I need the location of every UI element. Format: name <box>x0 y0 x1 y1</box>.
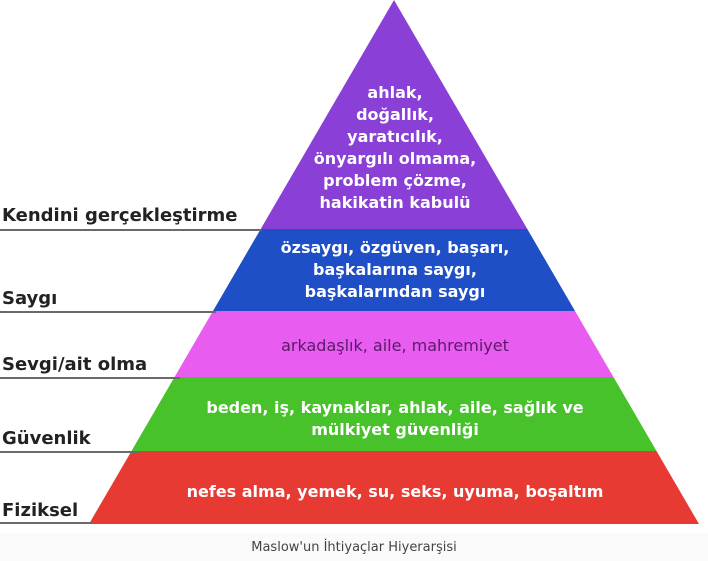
tier-line: problem çözme, <box>323 171 467 190</box>
tier-fiziksel <box>89 451 699 524</box>
tier-line: arkadaşlık, aile, mahremiyet <box>281 336 509 355</box>
label-sevgi-ait-olma: Sevgi/ait olma <box>2 354 148 375</box>
tier-line: yaratıcılık, <box>347 127 443 146</box>
tier-sevgi-ait-olma <box>174 311 614 377</box>
tier-text-saygi: özsaygı, özgüven, başarı, başkalarına sa… <box>230 237 560 303</box>
tier-line: özsaygı, özgüven, başarı, <box>280 238 510 257</box>
tier-line: mülkiyet güvenliği <box>311 420 479 439</box>
label-saygi: Saygı <box>2 288 58 309</box>
underline-saygi <box>0 311 216 313</box>
diagram-caption: Maslow'un İhtiyaçlar Hiyerarşisi <box>251 540 457 555</box>
tier-text-sevgi-ait-olma: arkadaşlık, aile, mahremiyet <box>200 335 590 357</box>
tier-text-kendini-gerceklestirme: ahlak, doğallık, yaratıcılık, önyargılı … <box>265 82 525 214</box>
underline-guvenlik <box>0 451 140 453</box>
tier-line: ahlak, <box>367 83 423 102</box>
tier-line: başkalarına saygı, <box>313 260 477 279</box>
label-kendini-gerceklestirme: Kendini gerçekleştirme <box>2 205 238 226</box>
tier-guvenlik <box>131 377 657 451</box>
caption-strip <box>0 533 708 561</box>
underline-fiziksel <box>0 522 92 524</box>
tier-line: beden, iş, kaynaklar, ahlak, aile, sağlı… <box>206 398 584 417</box>
label-guvenlik: Güvenlik <box>2 428 91 449</box>
tier-line: hakikatin kabulü <box>319 193 471 212</box>
tier-line: doğallık, <box>356 105 434 124</box>
tier-line: başkalarından saygı <box>304 282 486 301</box>
tier-line: önyargılı olmama, <box>313 149 477 168</box>
underline-sevgi-ait-olma <box>0 377 180 379</box>
tier-text-guvenlik: beden, iş, kaynaklar, ahlak, aile, sağlı… <box>170 397 620 441</box>
tier-line: nefes alma, yemek, su, seks, uyuma, boşa… <box>186 482 604 501</box>
label-fiziksel: Fiziksel <box>2 500 79 521</box>
tier-kendini-gerceklestirme <box>260 0 528 229</box>
tier-text-fiziksel: nefes alma, yemek, su, seks, uyuma, boşa… <box>130 481 660 503</box>
tier-saygi <box>212 229 576 311</box>
underline-kendini-gerceklestirme <box>0 229 262 231</box>
